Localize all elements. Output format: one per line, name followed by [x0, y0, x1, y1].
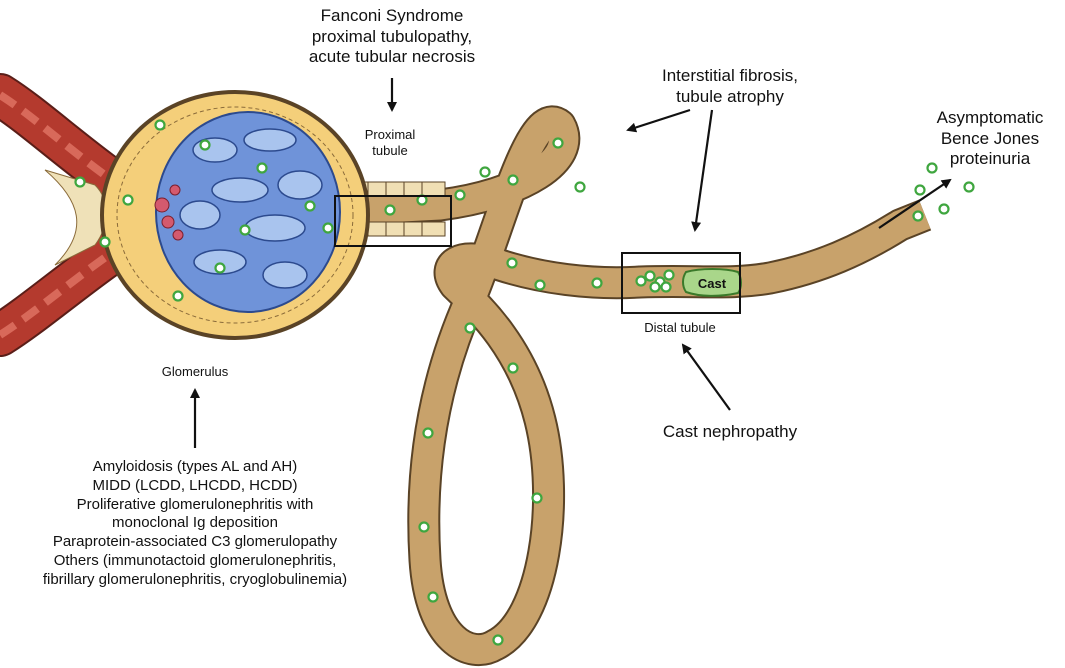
proximal-tubule-label: Proximal tubule	[350, 127, 430, 159]
bence-jones-label: Asymptomatic Bence Jones proteinuria	[925, 108, 1055, 170]
glomerular-diseases-list: Amyloidosis (types AL and AH) MIDD (LCDD…	[35, 458, 355, 589]
cast-nephropathy-label: Cast nephropathy	[640, 422, 820, 443]
glomerulus	[100, 90, 370, 340]
cast-label: Cast	[698, 276, 727, 291]
arrow-cast-nephropathy	[683, 345, 730, 410]
arrow-interstitial-left	[628, 110, 690, 130]
distal-tubule-label: Distal tubule	[625, 320, 735, 336]
glomerulus-label: Glomerulus	[145, 364, 245, 380]
fanconi-label: Fanconi Syndrome proximal tubulopathy, a…	[282, 6, 502, 68]
interstitial-label: Interstitial fibrosis, tubule atrophy	[640, 66, 820, 107]
arrow-interstitial-down	[695, 110, 712, 230]
